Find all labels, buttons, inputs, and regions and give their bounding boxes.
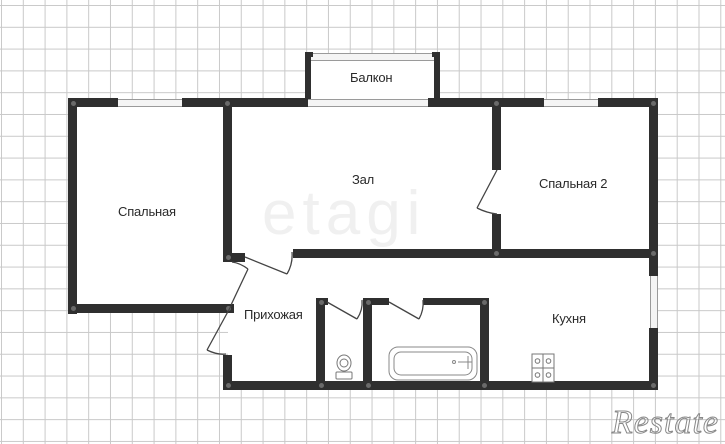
toilet-icon <box>335 354 353 380</box>
outer-wall-top <box>68 98 118 107</box>
room-floor-living-room <box>228 104 498 252</box>
wall-post <box>494 101 499 106</box>
wall-post <box>319 300 324 305</box>
toilet-bath-wall <box>363 298 372 390</box>
watermark: etagi <box>262 179 427 248</box>
hallway-wall-left <box>223 355 232 390</box>
door-bedroom-2 <box>476 169 498 209</box>
bath-wall-top <box>363 298 389 305</box>
bath-wall-right <box>480 298 489 390</box>
window-living-room <box>308 99 428 107</box>
outer-wall-top <box>182 98 308 107</box>
door-entrance <box>206 305 232 351</box>
wall-post <box>226 306 231 311</box>
wall-post <box>482 300 487 305</box>
wall-post <box>651 101 656 106</box>
room-label-balcony: Балкон <box>350 70 393 85</box>
wall-stub <box>223 253 245 262</box>
balcony-wall-right <box>434 52 440 100</box>
wall-post <box>651 251 656 256</box>
wall-post <box>366 383 371 388</box>
wall-post <box>366 300 371 305</box>
outer-wall-right <box>649 328 658 390</box>
balcony-wall-left <box>305 52 311 100</box>
room-label-kitchen: Кухня <box>552 311 586 326</box>
room-floor-balcony <box>308 54 438 100</box>
wall-post <box>226 255 231 260</box>
wall-bedroom-living <box>223 98 232 262</box>
window-kitchen <box>650 276 658 328</box>
balcony-window-top <box>311 53 434 61</box>
room-label-bedroom-2: Спальная 2 <box>539 176 608 191</box>
wall-post <box>71 306 76 311</box>
balcony-wall-top-corner <box>305 52 313 57</box>
wall-post <box>651 383 656 388</box>
room-label-bedroom-1: Спальная <box>118 204 176 219</box>
wall-living-bedroom-2-lower <box>492 214 501 258</box>
window-bedroom-1 <box>118 99 182 107</box>
room-label-living-room: Зал <box>352 172 375 187</box>
bath-wall-top-right <box>423 298 489 305</box>
outer-wall-top <box>598 98 658 107</box>
wall-post <box>226 383 231 388</box>
balcony-wall-top-corner <box>432 52 440 57</box>
wall-post <box>225 101 230 106</box>
window-bedroom-2 <box>544 99 598 107</box>
door-toilet <box>326 301 358 320</box>
wall-living-bedroom-2-upper <box>492 98 501 170</box>
room-floor-bedroom-2 <box>498 104 654 252</box>
wall-living-bottom <box>293 249 658 258</box>
outer-wall-top <box>428 98 544 107</box>
brand-logo: Restate <box>611 404 719 442</box>
room-label-hallway: Прихожая <box>244 307 303 322</box>
toilet-wall-left <box>316 298 325 390</box>
wall-post <box>494 251 499 256</box>
outer-wall-left <box>68 98 77 314</box>
outer-wall-right <box>649 98 658 276</box>
outer-wall-bottom <box>223 381 658 390</box>
bedroom-1-bottom-wall <box>68 304 234 313</box>
wall-post <box>482 383 487 388</box>
door-living-room <box>244 256 288 275</box>
wall-post <box>71 101 76 106</box>
room-floor-bedroom-1 <box>74 104 228 308</box>
door-bath <box>388 301 420 320</box>
wall-post <box>319 383 324 388</box>
stove-icon <box>531 353 555 383</box>
bathtub-icon <box>388 346 478 381</box>
